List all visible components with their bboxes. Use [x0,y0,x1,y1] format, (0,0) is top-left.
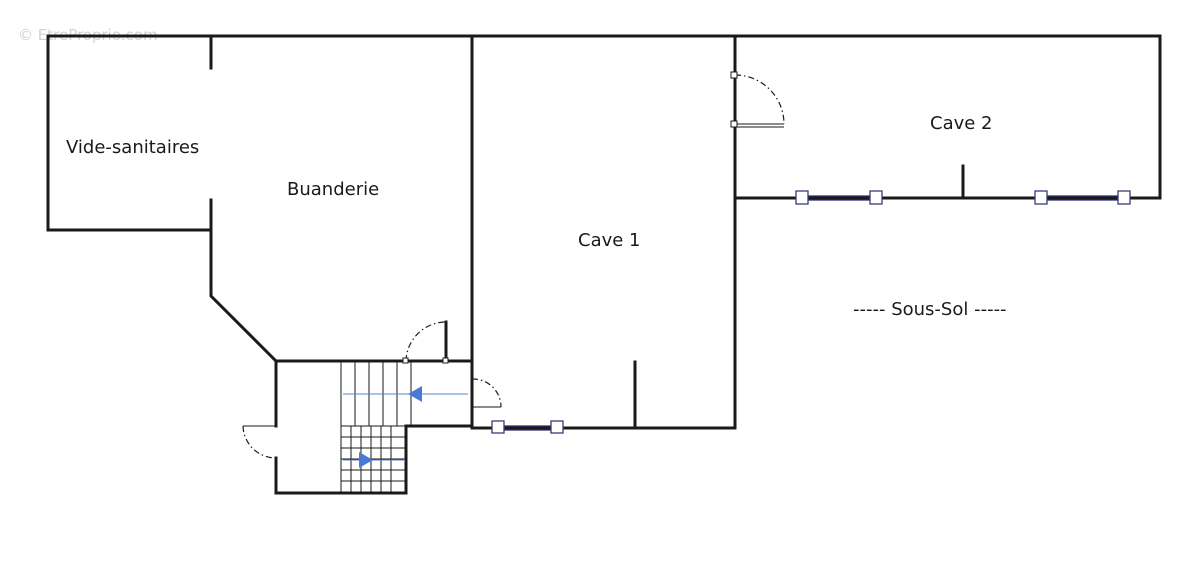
doors [242,71,785,459]
cave-2-wall [733,34,1162,200]
door-stair-cave-1 [471,378,502,408]
door-buanderie-stair [402,321,449,364]
room-label-buanderie: Buanderie [287,179,379,200]
staircase [340,361,473,494]
vide-sanitaires-wall [46,34,213,232]
room-label-cave-1: Cave 1 [578,230,641,251]
outer-wall-left [209,34,474,430]
window-cave-2-right [1034,190,1131,205]
room-label-cave-2: Cave 2 [930,113,993,134]
level-label: ----- Sous-Sol ----- [853,299,1007,320]
cave-1-wall [470,34,737,430]
door-cave-1-cave-2 [730,71,785,128]
door-stair-exterior [242,425,277,459]
window-cave-1 [491,420,564,434]
windows [491,190,1131,434]
buanderie-wall [209,198,474,363]
stair-arrow-left [408,386,422,402]
stair-arrow-right [359,452,373,468]
window-cave-2-left [795,190,883,205]
walls [46,34,1162,495]
room-label-vide-sanitaires: Vide-sanitaires [66,137,199,158]
